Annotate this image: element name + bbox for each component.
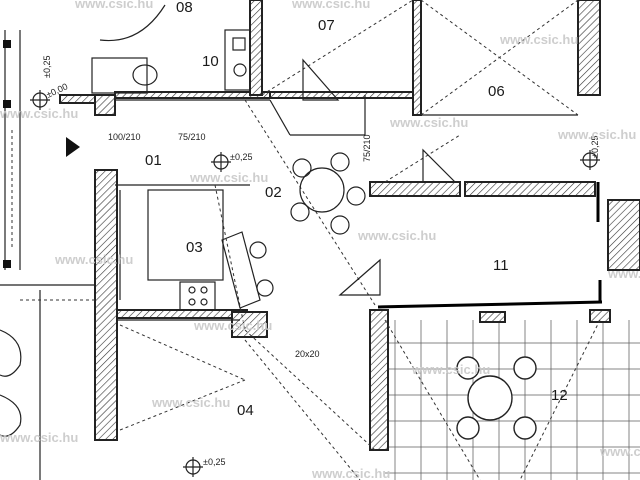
- left-arcs: [0, 329, 22, 437]
- watermark-text: www.csic.hu: [357, 228, 436, 243]
- triangle-markers: [66, 58, 457, 296]
- watermark-text: www.csic.hu: [74, 0, 153, 11]
- watermark-text: www.csic.hu: [599, 444, 640, 459]
- door-label-b: 75/210: [178, 132, 206, 142]
- watermark-text: www.csic.hu: [54, 252, 133, 267]
- room-label-02: 02: [265, 184, 282, 201]
- watermark-text: www.csic.hu: [291, 0, 370, 11]
- room-label-11: 11: [493, 257, 509, 274]
- level-label-d: ±0,25: [203, 457, 225, 467]
- interior-lines: [39, 4, 603, 480]
- watermark-text: www.csic.hu: [0, 106, 78, 121]
- watermark-text: www.csic.hu: [557, 127, 636, 142]
- room-label-04: 04: [237, 402, 254, 419]
- watermark-text: www.csic.hu: [193, 318, 272, 333]
- watermark-text: www.csic.hu: [607, 266, 640, 281]
- room-label-07: 07: [318, 17, 335, 34]
- watermark-text: www.csic.hu: [151, 395, 230, 410]
- watermark-text: www.csic.hu: [411, 362, 490, 377]
- room-label-08: 08: [176, 0, 193, 16]
- watermark-text: www.csic.hu: [0, 430, 78, 445]
- level-label-c: ±0,25: [590, 136, 600, 158]
- room-label-12: 12: [551, 387, 568, 404]
- door-label-c: 75/210: [362, 134, 372, 162]
- room-labels: 08 07 10 06 01 02 03 11 12 04: [145, 0, 568, 419]
- level-label-e: ±0,25: [42, 56, 52, 78]
- left-exterior-wall: [0, 30, 95, 286]
- watermark-text: www.csic.hu: [499, 32, 578, 47]
- watermark-text: www.csic.hu: [311, 466, 390, 480]
- dashed-lines: [20, 0, 601, 480]
- level-marker-icons: [30, 90, 600, 477]
- room-label-01: 01: [145, 152, 162, 169]
- door-label-a: 100/210: [108, 132, 141, 142]
- watermark-text: www.csic.hu: [389, 115, 468, 130]
- room-label-10: 10: [202, 53, 219, 70]
- room-label-06: 06: [488, 83, 505, 100]
- dining-table-12: [456, 356, 537, 440]
- level-label-b: ±0,25: [230, 152, 252, 162]
- dimension-labels: ±0,00 ±0,25 ±0,25 ±0,25 ±0,25 20x20 100/…: [42, 56, 600, 467]
- tile-size-label: 20x20: [295, 349, 320, 359]
- watermark-text: www.csic.hu: [189, 170, 268, 185]
- dining-table-02: [290, 152, 366, 235]
- room-label-03: 03: [186, 239, 203, 256]
